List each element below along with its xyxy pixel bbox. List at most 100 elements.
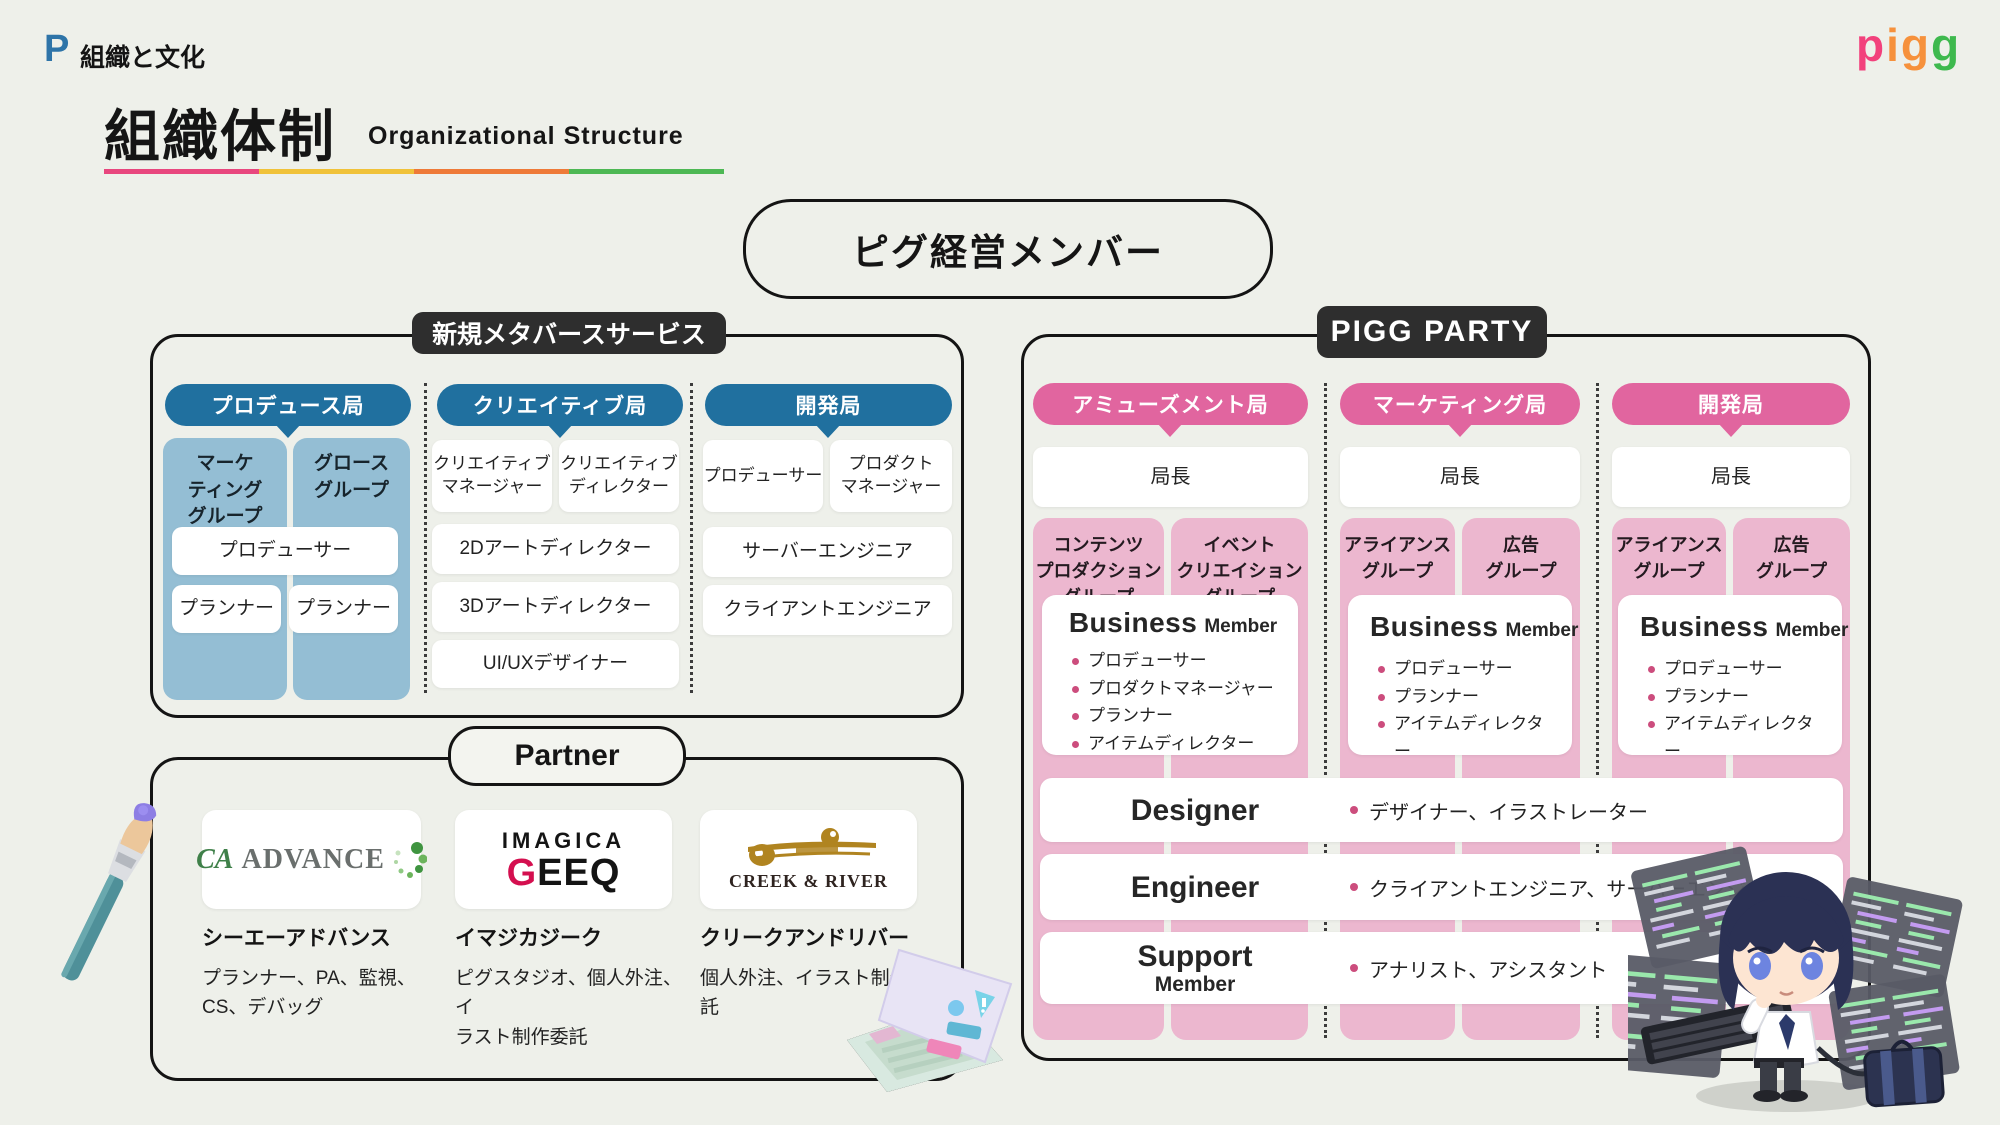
role-box: プランナー <box>172 585 281 633</box>
role-box: 2Dアートディレクター <box>432 524 679 574</box>
column-divider <box>1324 383 1327 1038</box>
business-role: アイテムディレクター <box>1070 730 1282 758</box>
bureau-pill-dev: 開発局 <box>705 384 952 426</box>
company-p-icon: P <box>44 28 70 70</box>
role-label: UI/UXデザイナー <box>482 653 629 675</box>
engineer-character-illustration <box>1628 842 1993 1112</box>
bureau-pill-label: 開発局 <box>795 395 862 418</box>
role-box: プロデューサー <box>172 527 398 575</box>
role-box: 3Dアートディレクター <box>432 582 679 632</box>
role-box: プロデューサー <box>703 440 823 512</box>
metaverse-tag: 新規メタバースサービス <box>412 312 726 354</box>
chief-label: 局長 <box>1711 465 1751 488</box>
bureau-pill-label: マーケティング局 <box>1372 394 1548 417</box>
business-role: プロデューサー <box>1646 655 1826 683</box>
role-label: プランナー <box>295 598 391 620</box>
partner-tag: Partner <box>448 726 686 786</box>
chief-box: 局長 <box>1612 447 1850 507</box>
partner-desc: 個人外注、イラスト制作委託 <box>700 968 928 1019</box>
business-title: Business <box>1640 611 1769 642</box>
bureau-pill-label: 開発局 <box>1698 394 1764 417</box>
page-title: 組織体制 <box>104 105 336 168</box>
geeq-eeq: EEQ <box>537 851 621 894</box>
business-title: Business <box>1068 607 1198 638</box>
chief-label: 局長 <box>1150 465 1191 488</box>
brand-letter: g <box>1900 19 1931 71</box>
column-divider <box>424 383 427 693</box>
business-title: Business <box>1370 611 1499 642</box>
underline-segment <box>104 169 259 174</box>
partner-name: クリークアンドリバー <box>700 927 910 950</box>
role-label: クリエイティブ ディレクター <box>560 454 678 496</box>
chief-box: 局長 <box>1033 447 1308 507</box>
business-role: アイテムディレクター <box>1376 710 1556 765</box>
column-divider <box>690 383 693 693</box>
role-label: 3Dアートディレクター <box>459 596 652 618</box>
row-title: Designer <box>1130 793 1260 827</box>
bureau-pill-creative: クリエイティブ局 <box>437 384 683 426</box>
partner-name: イマジカジーク <box>455 927 602 950</box>
role-box: UI/UXデザイナー <box>432 640 679 688</box>
partner-tag-label: Partner <box>514 739 620 772</box>
creek-river-logo-text: CREEK & RIVER <box>728 871 888 891</box>
bullet-dot <box>1350 806 1358 814</box>
chief-label: 局長 <box>1440 465 1480 488</box>
row-desc: デザイナー、イラストレーター <box>1369 801 1648 824</box>
bullet-dot <box>1350 883 1358 891</box>
laptop-illustration <box>847 948 1013 1092</box>
paintbrush-illustration <box>61 803 157 981</box>
ca-logo-text: CA <box>196 843 234 875</box>
role-box: クリエイティブ ディレクター <box>559 440 679 512</box>
section-label: 組織と文化 <box>80 44 206 72</box>
bureau-pill-marketing: マーケティング局 <box>1340 383 1580 425</box>
partner-logo-imagica-geeq: IMAGICA GEEQ <box>455 810 672 909</box>
role-label: クリエイティブ マネージャー <box>433 454 551 496</box>
business-role: アイテムディレクター <box>1646 710 1826 765</box>
bureau-pill-label: クリエイティブ局 <box>472 395 648 418</box>
bureau-pill-label: プロデュース局 <box>211 395 365 418</box>
pill-pointer <box>275 424 301 438</box>
role-label: プロダクト マネージャー <box>840 454 942 496</box>
row-title-sub: Member <box>1154 972 1236 996</box>
business-role: プロデューサー <box>1070 647 1282 675</box>
pigg-party-tag-label: PIGG PARTY <box>1330 315 1534 348</box>
business-role: プランナー <box>1376 683 1556 711</box>
partner-logo-creek-river: CREEK & RIVER <box>700 810 917 909</box>
pigg-brand-logo: pigg <box>1856 22 1961 68</box>
pill-pointer <box>547 424 573 438</box>
role-label: サーバーエンジニア <box>742 541 913 563</box>
geeq-g: G <box>506 851 538 894</box>
partner-logo-ca-advance: CA ADVANCE <box>196 810 427 909</box>
pill-pointer <box>1718 423 1744 437</box>
role-box: サーバーエンジニア <box>703 527 952 577</box>
underline-segment <box>414 169 569 174</box>
ca-dots-icon <box>393 841 427 878</box>
column-divider <box>1596 383 1599 1038</box>
bureau-pill-label: アミューズメント局 <box>1072 394 1269 417</box>
chief-box: 局長 <box>1340 447 1580 507</box>
management-members-label: ピグ経営メンバー <box>852 232 1164 273</box>
pill-pointer <box>1157 423 1183 437</box>
role-label: 2Dアートディレクター <box>459 538 652 560</box>
business-role: プランナー <box>1070 702 1282 730</box>
business-role: プロダクトマネージャー <box>1070 675 1282 703</box>
role-box: プランナー <box>289 585 398 633</box>
pill-pointer <box>815 424 841 438</box>
creek-river-brush-icon <box>747 828 876 866</box>
page-subtitle: Organizational Structure <box>368 122 684 150</box>
business-suffix: Member <box>1505 620 1579 641</box>
ca-logo-text: ADVANCE <box>241 843 385 875</box>
role-box: クリエイティブ マネージャー <box>432 440 552 512</box>
metaverse-tag-label: 新規メタバースサービス <box>432 321 706 349</box>
business-role: プロデューサー <box>1376 655 1556 683</box>
business-suffix: Member <box>1775 620 1849 641</box>
role-box: プロダクト マネージャー <box>830 440 952 512</box>
brand-letter: p <box>1856 19 1887 71</box>
pigg-party-tag: PIGG PARTY <box>1317 306 1547 358</box>
role-label: プランナー <box>178 598 274 620</box>
row-desc: アナリスト、アシスタント <box>1369 959 1608 982</box>
bureau-pill-dev-party: 開発局 <box>1612 383 1850 425</box>
